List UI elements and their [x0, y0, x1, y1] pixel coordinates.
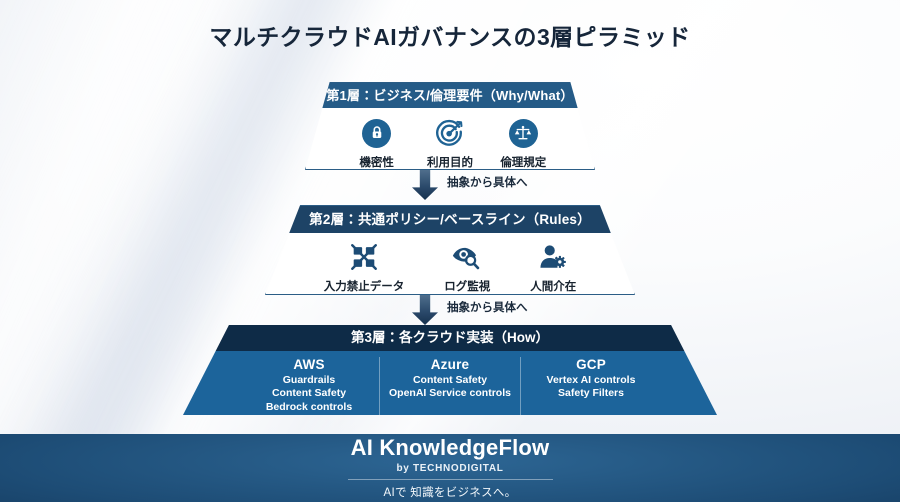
eye-magnifier-icon-wrap	[444, 241, 490, 273]
page-title: マルチクラウドAIガバナンスの3層ピラミッド	[209, 24, 691, 50]
no-data-input-icon-wrap	[324, 241, 405, 273]
arrow-2: 抽象から具体へ	[412, 295, 528, 325]
cloud-name: GCP	[576, 357, 606, 372]
no-data-input-icon	[351, 244, 377, 270]
pyramid-layer-2: 第2層：共通ポリシー/ベースライン（Rules） 入力禁止データ	[265, 205, 635, 295]
cloud-name: Azure	[430, 357, 470, 372]
arrow-1: 抽象から具体へ	[412, 170, 528, 200]
layer-1-item-label: 利用目的	[426, 157, 473, 169]
layer-1-item-ethics: 倫理規定	[499, 117, 548, 170]
brand-byline: by TECHNODIGITAL	[396, 462, 504, 474]
cloud-control: Guardrails	[282, 374, 336, 386]
layer-3-trapezoid: 第3層：各クラウド実装（How） AWS Guardrails Content …	[183, 325, 717, 415]
cloud-control: OpenAI Service controls	[389, 387, 511, 400]
layer-1-trapezoid: 第1層：ビジネス/倫理要件（Why/What） 機密性	[305, 82, 595, 170]
cloud-control: Safety Filters	[558, 387, 624, 400]
cloud-control: Content Safety	[271, 387, 347, 400]
lock-icon-wrap	[352, 117, 401, 149]
layer-2-item-human-in-the-loop: 人間介在	[530, 241, 576, 294]
arrow-1-label: 抽象から具体へ	[447, 177, 528, 189]
target-icon	[435, 119, 464, 148]
footer-divider	[347, 478, 553, 480]
layer-1-item-label: 機密性	[359, 157, 394, 169]
target-icon-wrap	[425, 117, 474, 149]
person-gear-icon-wrap	[530, 241, 576, 273]
layer-2-trapezoid: 第2層：共通ポリシー/ベースライン（Rules） 入力禁止データ	[265, 205, 635, 295]
brand-name: AI KnowledgeFlow	[350, 435, 550, 461]
layer-2-item-log-monitoring: ログ監視	[444, 241, 490, 294]
layer-3-column-aws: AWS Guardrails Content Safety Bedrock co…	[239, 357, 379, 415]
layer-2-item-label: ログ監視	[444, 281, 491, 293]
layer-1-item-purpose: 利用目的	[425, 117, 474, 170]
layer-3-header: 第3層：各クラウド実装（How）	[183, 325, 717, 351]
layer-2-item-label: 入力禁止データ	[323, 281, 405, 293]
layer-1-item-confidentiality: 機密性	[352, 117, 401, 170]
down-arrow-icon	[412, 170, 438, 200]
arrow-2-label: 抽象から具体へ	[447, 302, 528, 314]
brand-tagline: AIで 知識をビジネスへ。	[383, 486, 517, 499]
scales-icon	[508, 118, 538, 148]
person-gear-icon	[540, 245, 567, 268]
cloud-control: Content Safety	[412, 374, 488, 386]
layer-2-header: 第2層：共通ポリシー/ベースライン（Rules）	[266, 206, 634, 233]
layer-1-item-label: 倫理規定	[500, 157, 547, 169]
layer-2-item-label: 人間介在	[530, 281, 577, 293]
lock-icon	[362, 118, 392, 148]
scales-icon-wrap	[499, 117, 548, 149]
layer-3-column-azure: Azure Content Safety OpenAI Service cont…	[379, 357, 520, 415]
pyramid-layer-3: 第3層：各クラウド実装（How） AWS Guardrails Content …	[183, 325, 717, 415]
cloud-name: AWS	[293, 357, 325, 372]
layer-3-columns: AWS Guardrails Content Safety Bedrock co…	[183, 351, 717, 415]
down-arrow-icon	[412, 295, 438, 325]
eye-magnifier-icon	[453, 247, 480, 270]
layer-1-header: 第1層：ビジネス/倫理要件（Why/What）	[306, 83, 594, 108]
layer-2-items: 入力禁止データ ログ監視	[266, 233, 634, 294]
layer-3-column-gcp: GCP Vertex AI controls Safety Filters	[520, 357, 661, 415]
layer-1-items: 機密性 利用目的	[306, 108, 594, 170]
cloud-control: Bedrock controls	[265, 400, 353, 413]
pyramid-layer-1: 第1層：ビジネス/倫理要件（Why/What） 機密性	[305, 82, 595, 170]
footer-brand-bar: AI KnowledgeFlow by TECHNODIGITAL AIで 知識…	[0, 434, 900, 502]
layer-2-item-prohibited-data: 入力禁止データ	[323, 241, 405, 294]
cloud-control: Vertex AI controls	[546, 374, 636, 386]
